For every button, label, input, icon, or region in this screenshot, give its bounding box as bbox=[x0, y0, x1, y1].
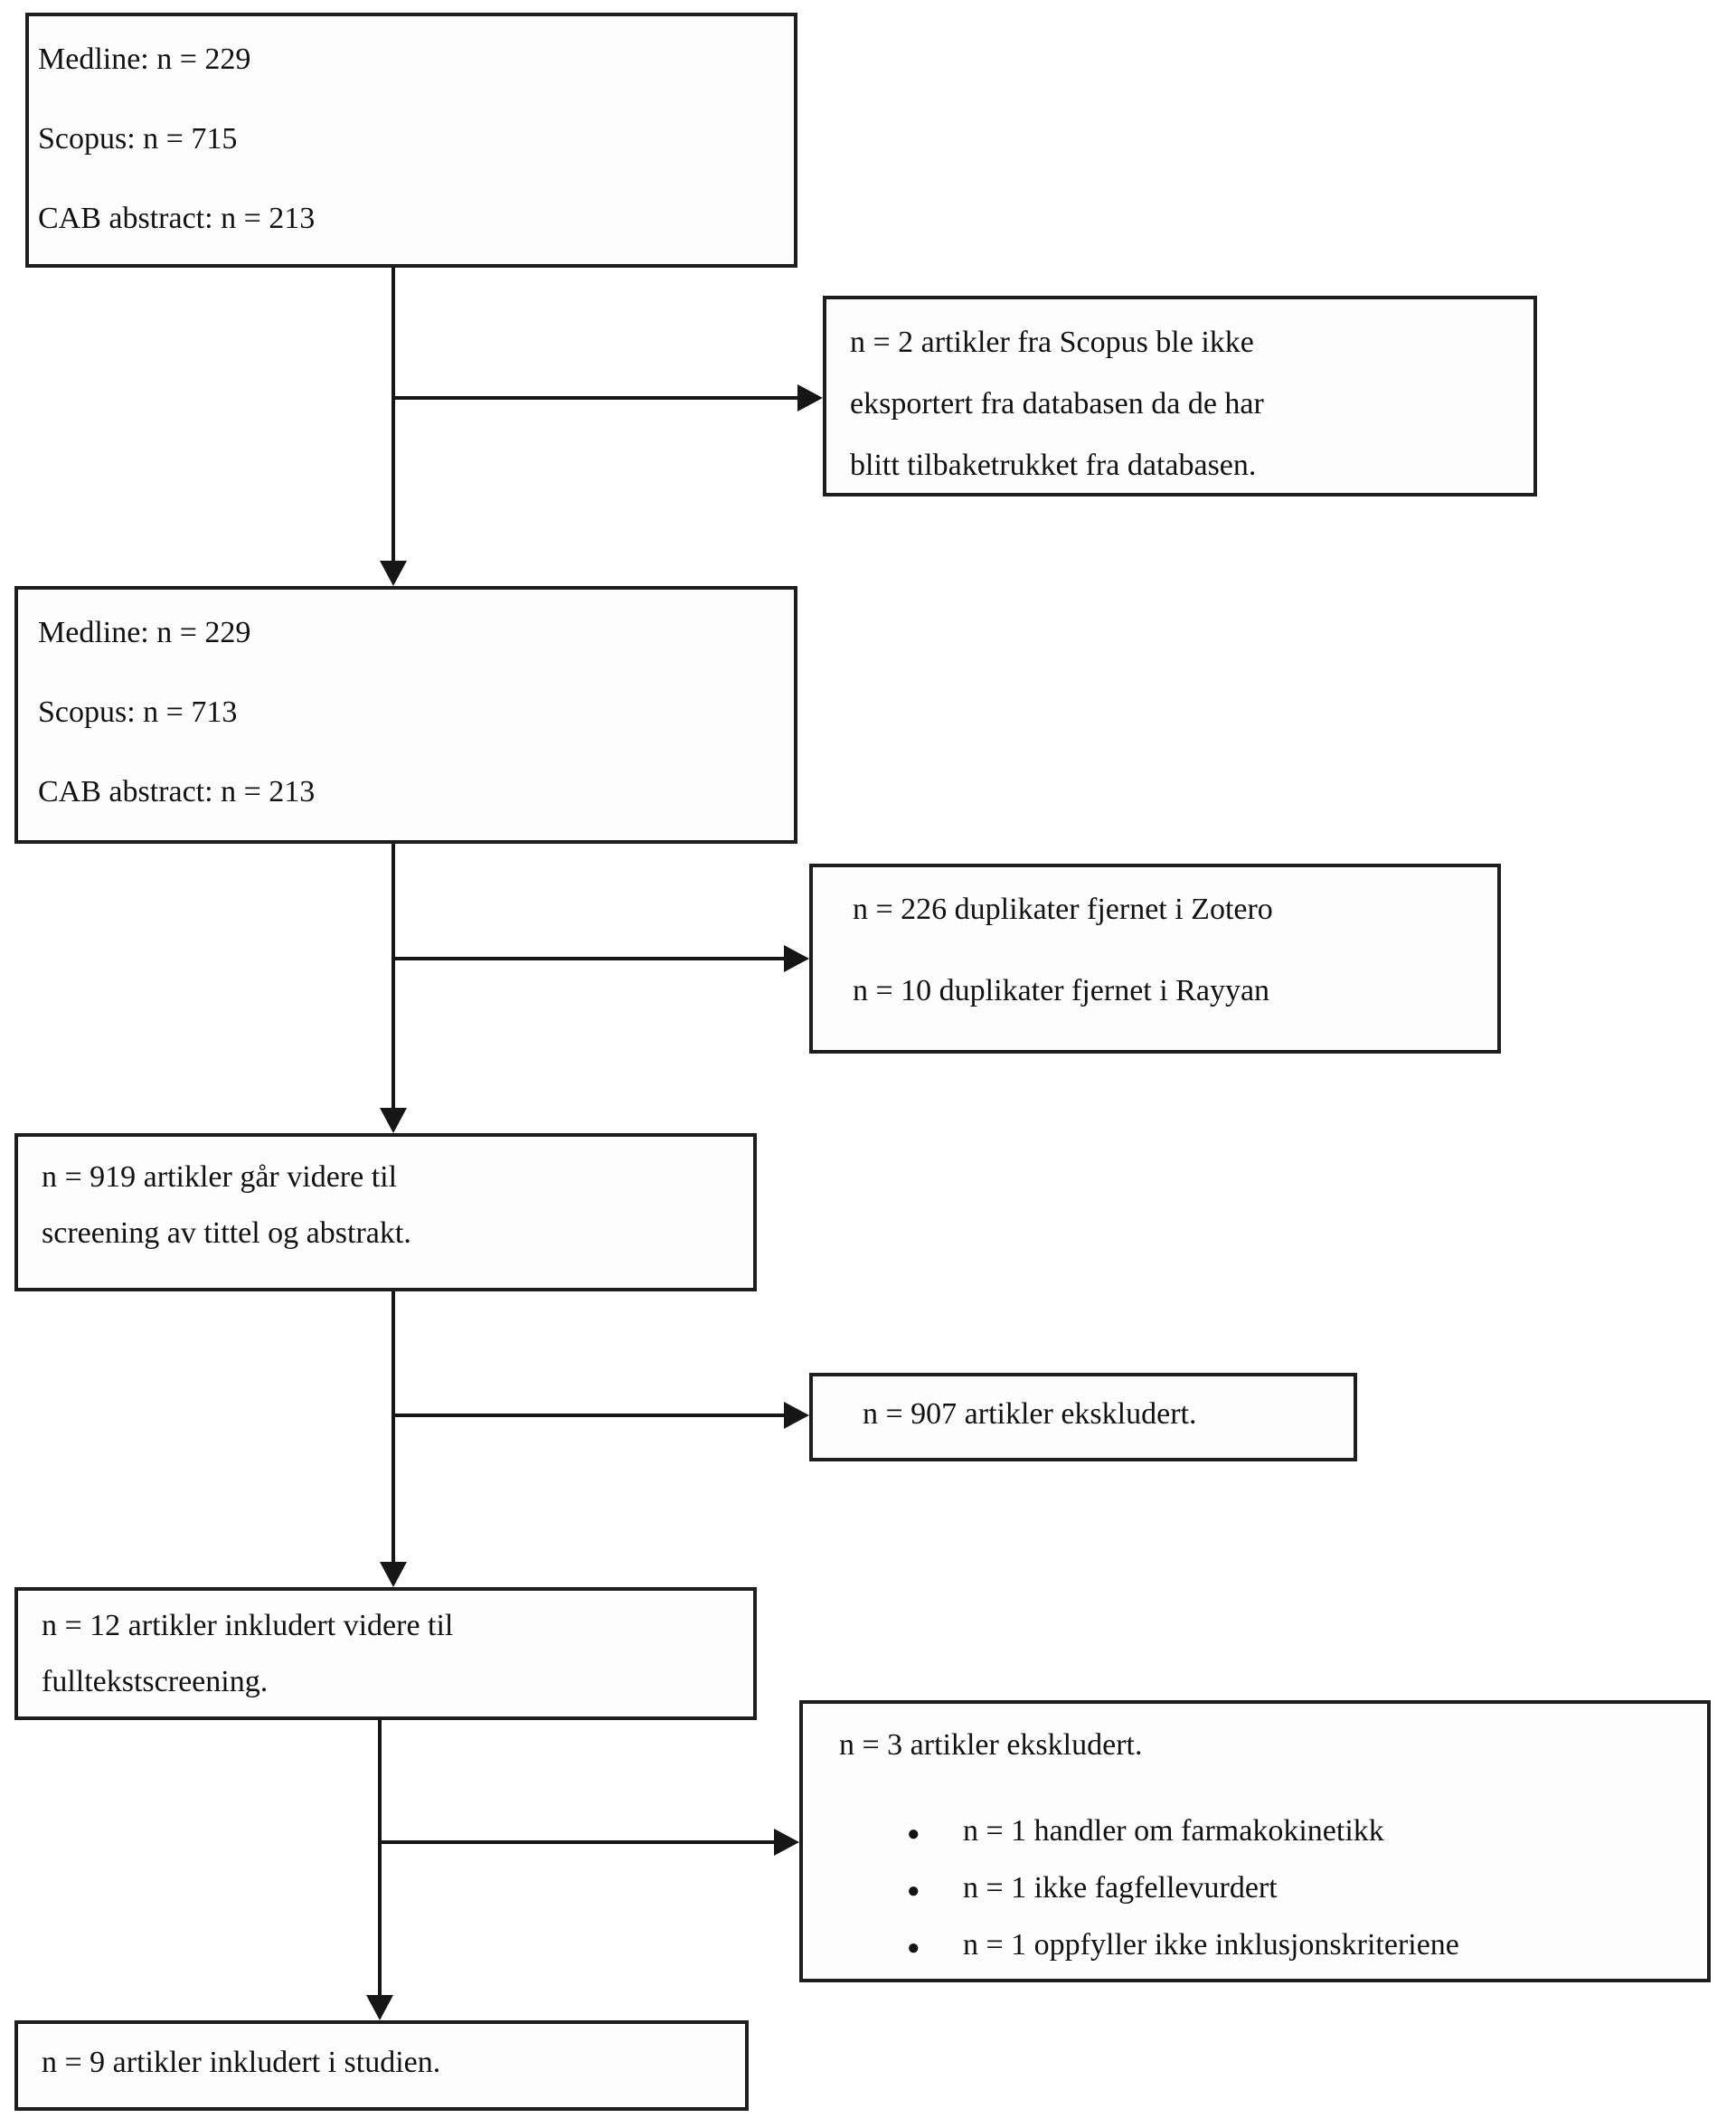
included-count: n = 9 artikler inkludert i studien. bbox=[42, 2046, 441, 2079]
arrowhead-right-icon bbox=[784, 1402, 809, 1429]
box-fulltext-screening: n = 12 artikler inkludert videre til ful… bbox=[14, 1587, 757, 1720]
box-database-results-initial: Medline: n = 229 Scopus: n = 715 CAB abs… bbox=[25, 13, 797, 268]
bullet-icon: ● bbox=[907, 1936, 920, 1960]
screening-text-line: screening av tittel og abstrakt. bbox=[42, 1216, 411, 1250]
bullet-icon: ● bbox=[907, 1879, 920, 1903]
rayyan-duplicates: n = 10 duplikater fjernet i Rayyan bbox=[853, 974, 1270, 1007]
arrowhead-right-icon bbox=[774, 1829, 799, 1856]
connector-line-vertical bbox=[392, 1291, 395, 1562]
screening-text-line: n = 919 artikler går videre til bbox=[42, 1160, 398, 1194]
scopus-count: Scopus: n = 713 bbox=[38, 695, 238, 729]
not-exported-text-line: blitt tilbaketrukket fra databasen. bbox=[850, 449, 1257, 482]
arrowhead-down-icon bbox=[380, 561, 407, 586]
bullet-icon: ● bbox=[907, 1822, 920, 1846]
connector-line-horizontal bbox=[392, 396, 797, 400]
cab-abstract-count: CAB abstract: n = 213 bbox=[38, 202, 316, 235]
arrowhead-down-icon bbox=[380, 1108, 407, 1133]
arrowhead-right-icon bbox=[784, 945, 809, 972]
fulltext-text-line: fulltekstscreening. bbox=[42, 1665, 269, 1698]
exclusion-reason: n = 1 handler om farmakokinetikk bbox=[963, 1814, 1384, 1848]
box-included-studies: n = 9 artikler inkludert i studien. bbox=[14, 2020, 749, 2111]
connector-line-vertical bbox=[378, 1720, 382, 1995]
scopus-count: Scopus: n = 715 bbox=[38, 122, 238, 156]
zotero-duplicates: n = 226 duplikater fjernet i Zotero bbox=[853, 893, 1273, 926]
exclusion-reasons-list: ● n = 1 handler om farmakokinetikk ● n =… bbox=[839, 1804, 1689, 1975]
connector-line-horizontal bbox=[392, 1414, 784, 1417]
excluded-count: n = 907 artikler ekskludert. bbox=[863, 1397, 1197, 1431]
arrowhead-right-icon bbox=[797, 384, 823, 411]
list-item: ● n = 1 oppfyller ikke inklusjonskriteri… bbox=[839, 1918, 1689, 1975]
box-title-abstract-screening: n = 919 artikler går videre til screenin… bbox=[14, 1133, 757, 1291]
connector-line-horizontal bbox=[378, 1840, 774, 1844]
box-duplicates-removed: n = 226 duplikater fjernet i Zotero n = … bbox=[809, 864, 1501, 1054]
exclusion-reason: n = 1 ikke fagfellevurdert bbox=[963, 1871, 1278, 1905]
connector-line-horizontal bbox=[392, 957, 784, 960]
cab-abstract-count: CAB abstract: n = 213 bbox=[38, 775, 316, 808]
connector-line-vertical bbox=[392, 844, 395, 1108]
list-item: ● n = 1 ikke fagfellevurdert bbox=[839, 1861, 1689, 1918]
not-exported-text-line: n = 2 artikler fra Scopus ble ikke bbox=[850, 326, 1254, 359]
box-scopus-not-exported: n = 2 artikler fra Scopus ble ikke ekspo… bbox=[823, 296, 1537, 496]
list-item: ● n = 1 handler om farmakokinetikk bbox=[839, 1804, 1689, 1861]
box-database-results-after-withdrawal: Medline: n = 229 Scopus: n = 713 CAB abs… bbox=[14, 586, 797, 844]
not-exported-text-line: eksportert fra databasen da de har bbox=[850, 387, 1264, 421]
arrowhead-down-icon bbox=[380, 1562, 407, 1587]
fulltext-text-line: n = 12 artikler inkludert videre til bbox=[42, 1609, 454, 1642]
connector-line-vertical bbox=[392, 268, 395, 563]
medline-count: Medline: n = 229 bbox=[38, 616, 251, 649]
box-excluded-title-abstract: n = 907 artikler ekskludert. bbox=[809, 1373, 1357, 1461]
medline-count: Medline: n = 229 bbox=[38, 43, 251, 76]
box-excluded-fulltext: n = 3 artikler ekskludert. ● n = 1 handl… bbox=[799, 1700, 1711, 1982]
exclusion-reason: n = 1 oppfyller ikke inklusjonskriterien… bbox=[963, 1928, 1459, 1962]
arrowhead-down-icon bbox=[366, 1995, 393, 2020]
excluded-fulltext-title: n = 3 artikler ekskludert. bbox=[839, 1728, 1143, 1762]
